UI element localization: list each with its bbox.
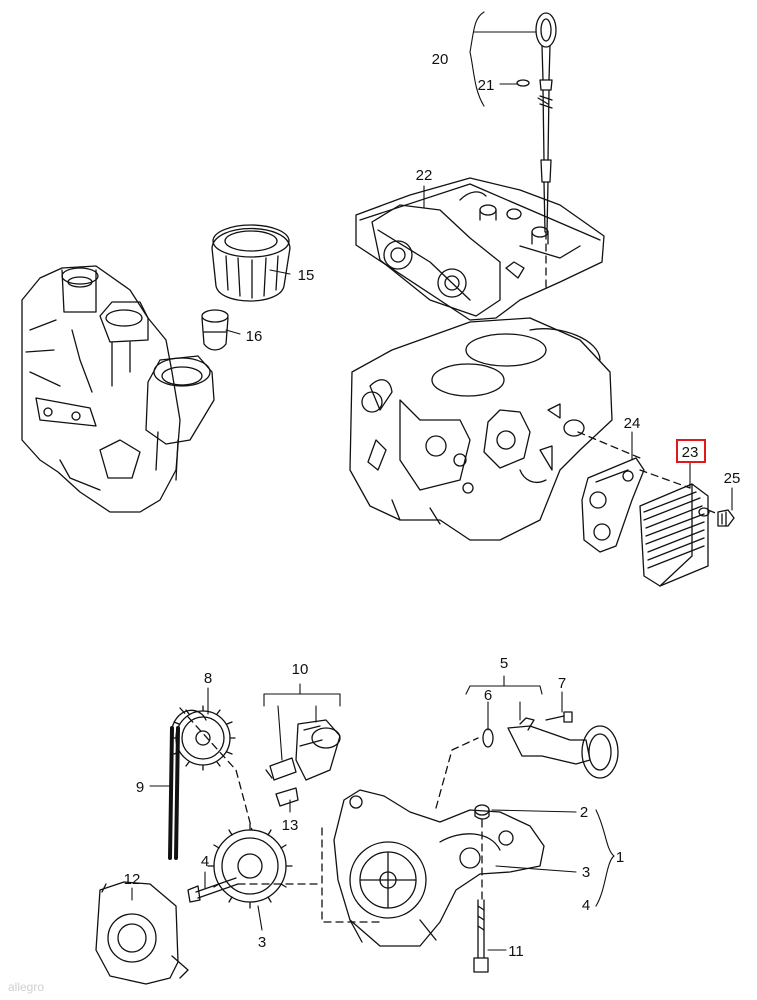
callout-25: 25 [724,470,741,487]
callout-22: 22 [416,167,433,184]
washer-drawing [474,804,490,820]
callout-15: 15 [298,267,315,284]
oil-pickup-pipe-drawing [482,717,619,779]
oil-cooler-gasket-drawing [581,457,645,553]
pump-bolt-drawing [473,899,489,973]
engine-block-drawing [349,317,613,541]
timing-chain-drawing [168,709,207,860]
callout-20: 20 [432,51,449,68]
assembly-dash-lines-top [545,231,719,515]
callout-9: 9 [136,779,144,796]
chain-cover-drawing [95,881,189,985]
callout-12: 12 [124,871,141,888]
callout-8: 8 [204,670,212,687]
oil-cooler-bolt-drawing [717,509,735,527]
oil-cooler-drawing [639,483,710,587]
assembly-dash-lines-bottom [179,707,483,923]
upper-sprocket-drawing [170,705,236,771]
callout-3: 3 [258,934,266,951]
leader-lines [131,11,733,951]
callout-1: 1 [616,849,624,866]
callout-4: 4 [201,853,209,870]
pickup-bolt-drawing [545,711,573,723]
callout-16: 16 [246,328,263,345]
highlight-box-23 [676,439,706,463]
sprocket-bolt-drawing [187,877,239,903]
cylinder-head-cover-drawing [355,177,605,321]
callout-2: 2 [580,804,588,821]
watermark-text: allegro [8,980,45,994]
lower-sprocket-drawing [207,823,293,909]
callout-24: 24 [624,415,641,432]
oil-filter-sleeve-drawing [201,309,229,351]
callout-10: 10 [292,661,309,678]
callout-7: 7 [558,675,566,692]
chain-tensioner-drawing [265,719,341,807]
callout-3-pump: 3 [582,864,590,881]
dipstick-drawing [516,12,557,233]
callout-6: 6 [484,687,492,704]
callout-13: 13 [282,817,299,834]
callout-labels: 20 21 22 15 16 24 23 25 10 8 9 13 4 3 12… [124,51,741,960]
callout-11: 11 [508,943,524,960]
oil-filter-cartridge-drawing [211,224,291,302]
callout-21: 21 [478,77,495,94]
oil-filter-housing-drawing [21,265,215,513]
oil-pump-drawing [333,789,545,947]
callout-5: 5 [500,655,508,672]
callout-4-pump: 4 [582,897,590,914]
callout-23: 23 [682,444,699,461]
